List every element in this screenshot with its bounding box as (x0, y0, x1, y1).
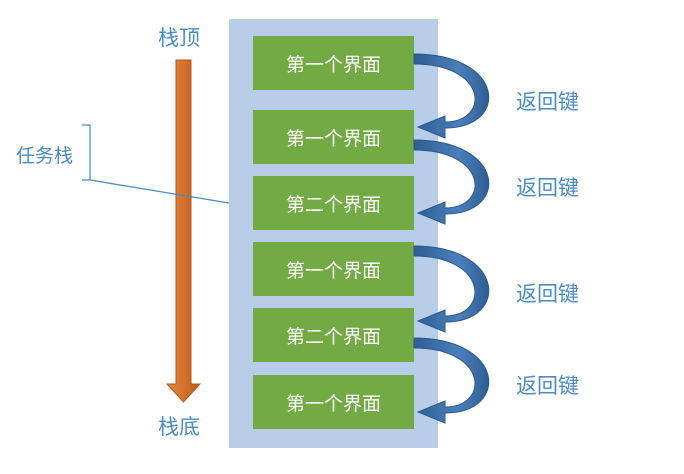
task-stack-label: 任务栈 (16, 145, 74, 167)
screen-box: 第一个界面 (253, 375, 414, 429)
back-key-label: 返回键 (516, 90, 579, 114)
back-key-label: 返回键 (516, 282, 579, 306)
screen-box: 第一个界面 (253, 110, 414, 164)
back-arrow (413, 245, 490, 333)
screen-box: 第二个界面 (253, 308, 414, 362)
stack-top-label: 栈顶 (158, 26, 200, 50)
stack-bottom-label: 栈底 (158, 415, 200, 439)
back-arrow (413, 53, 490, 139)
back-arrow (413, 139, 490, 225)
screen-box: 第一个界面 (253, 36, 414, 90)
screen-box: 第二个界面 (253, 176, 414, 230)
screen-box: 第一个界面 (253, 242, 414, 296)
back-arrow (413, 337, 490, 424)
back-key-label: 返回键 (516, 176, 579, 200)
back-key-label: 返回键 (516, 374, 579, 398)
